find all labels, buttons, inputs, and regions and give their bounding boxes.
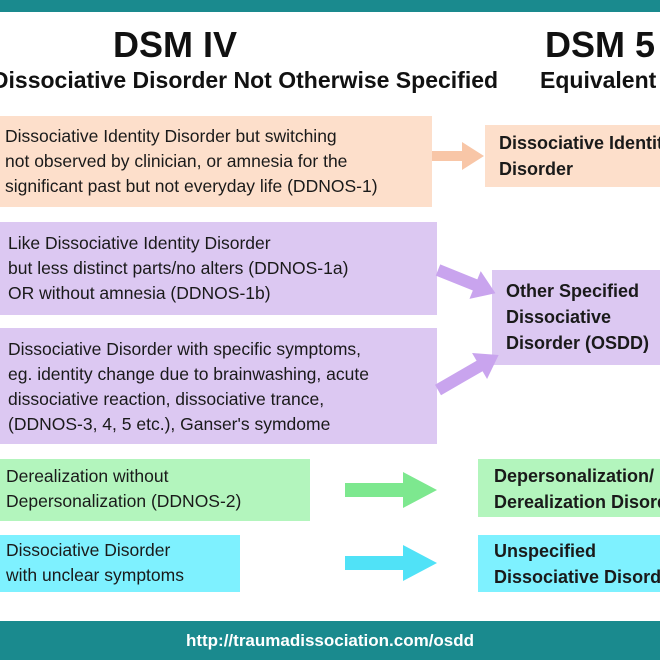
box-line: Derealization without bbox=[6, 466, 169, 486]
box-line: Dissociative Disorder with specific symp… bbox=[8, 339, 362, 359]
dsm-5-title: DSM 5 bbox=[545, 24, 656, 65]
box-line: Unspecified bbox=[494, 541, 597, 561]
box-line: Like Dissociative Identity Disorder bbox=[8, 233, 271, 253]
box-line: Depersonalization (DDNOS-2) bbox=[6, 491, 242, 511]
box-line: not observed by clinician, or amnesia fo… bbox=[5, 151, 348, 171]
unspecified-dd-box: Unspecified Dissociative Disorder bbox=[478, 535, 660, 592]
box-line: with unclear symptoms bbox=[6, 565, 184, 585]
source-url[interactable]: http://traumadissociation.com/osdd bbox=[0, 621, 660, 660]
box-line: Dissociative Identity bbox=[499, 133, 660, 153]
box-line: Depersonalization/ bbox=[494, 466, 655, 486]
box-line: Disorder (OSDD) bbox=[506, 333, 650, 353]
dsm-iv-subtitle: Dissociative Disorder Not Otherwise Spec… bbox=[0, 67, 499, 93]
box-line: Dissociative Disorder bbox=[6, 540, 171, 560]
arrow-ddnos1a-to-osdd-icon bbox=[435, 264, 496, 299]
box-line: but less distinct parts/no alters (DDNOS… bbox=[8, 258, 349, 278]
box-line: dissociative reaction, dissociative tran… bbox=[8, 389, 325, 409]
box-line: eg. identity change due to brainwashing,… bbox=[8, 364, 369, 384]
arrow-unclear-to-unspecified-icon bbox=[345, 545, 437, 581]
box-line: Disorder bbox=[499, 159, 574, 179]
box-line: (DDNOS-3, 4, 5 etc.), Ganser's symdome bbox=[8, 414, 331, 434]
box-line: Dissociative Disorder bbox=[494, 567, 660, 587]
dsm-iv-title: DSM IV bbox=[112, 24, 237, 65]
ddnos-3-4-5-box: Dissociative Disorder with specific symp… bbox=[0, 328, 437, 444]
box-line: Dissociative Identity Disorder but switc… bbox=[5, 126, 337, 146]
osdd-box: Other Specified Dissociative Disorder (O… bbox=[492, 270, 660, 365]
box-line: Dissociative bbox=[506, 307, 612, 327]
box-line: OR without amnesia (DDNOS-1b) bbox=[8, 283, 271, 303]
ddnos-1-box: Dissociative Identity Disorder but switc… bbox=[0, 116, 432, 207]
depersonalization-derealization-box: Depersonalization/ Derealization Disorde… bbox=[478, 459, 660, 517]
unclear-symptoms-box: Dissociative Disorder with unclear sympt… bbox=[0, 535, 240, 592]
box-line: Derealization Disorder bbox=[494, 492, 660, 512]
ddnos-2-box: Derealization without Depersonalization … bbox=[0, 459, 310, 521]
ddnos-1a-1b-box: Like Dissociative Identity Disorder but … bbox=[0, 222, 437, 315]
dsm-5-subtitle: Equivalent bbox=[540, 67, 657, 93]
arrow-ddnos1-to-did-icon bbox=[432, 142, 484, 170]
box-line: Other Specified bbox=[506, 281, 640, 301]
did-box: Dissociative Identity Disorder bbox=[485, 125, 660, 187]
arrow-ddnos2-to-derealization-icon bbox=[345, 472, 437, 508]
top-bar bbox=[0, 0, 660, 12]
box-line: significant past but not everyday life (… bbox=[5, 176, 378, 196]
